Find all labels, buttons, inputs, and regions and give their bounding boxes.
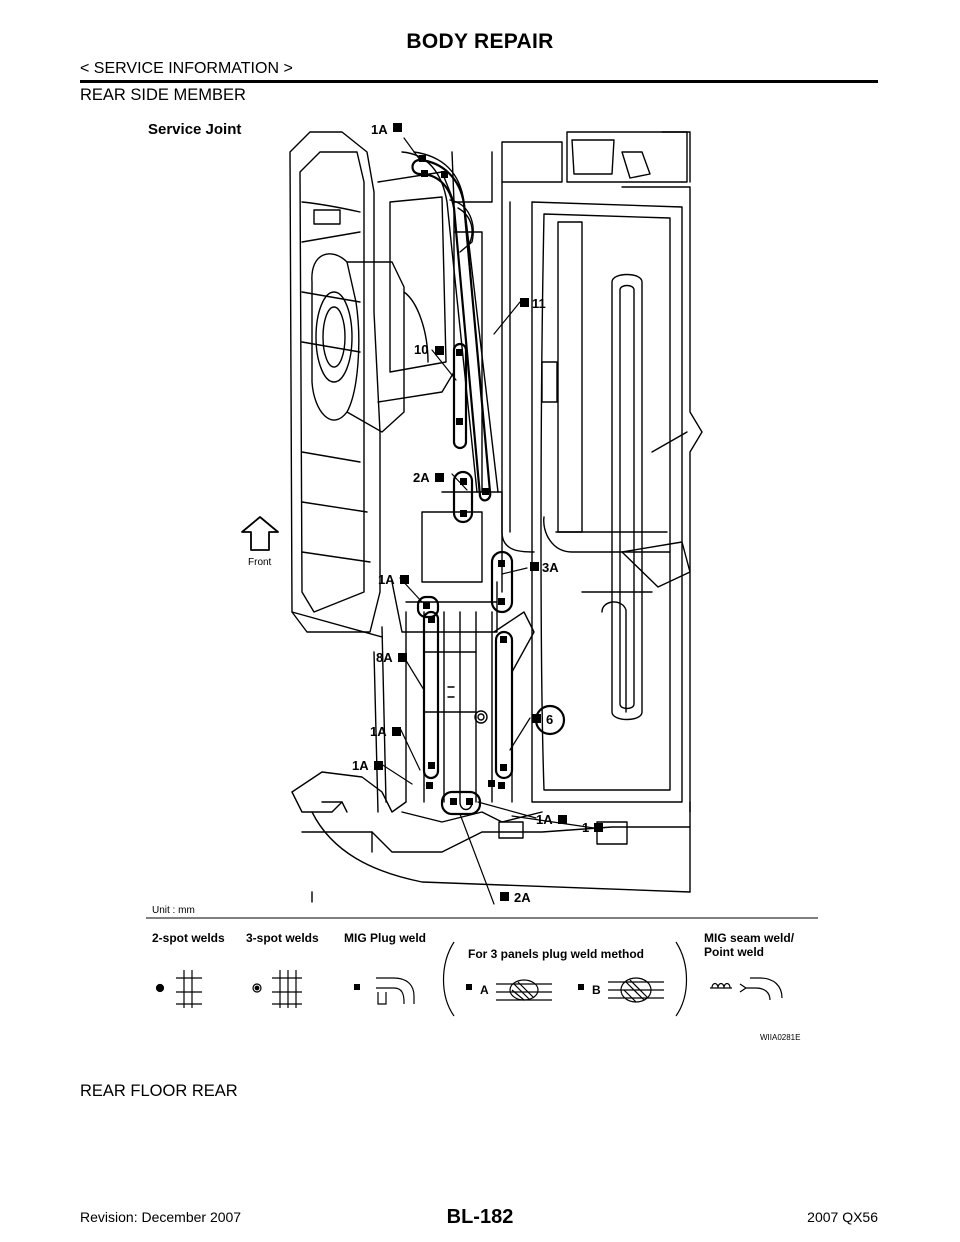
- unit-label: Unit : mm: [152, 905, 195, 916]
- callout-3a: 3A: [542, 560, 559, 575]
- page-number: BL-182: [446, 1206, 514, 1228]
- callout-6: 6: [546, 712, 553, 727]
- section-heading-rear-side-member: REAR SIDE MEMBER: [80, 86, 246, 104]
- plug-weld-method-b-icon: [578, 977, 664, 1003]
- rear-end-panel-drawing: [291, 771, 691, 903]
- mig-seam-weld-symbol-icon: [710, 977, 783, 1001]
- weld-legend: 2-spot welds 3-spot welds MIG Plug weld …: [152, 931, 800, 1042]
- callout-1a-low2: 1A: [352, 758, 369, 773]
- three-spot-weld-symbol-icon: [252, 970, 302, 1008]
- legend-right-bracket: [675, 941, 688, 1017]
- callout-1a-top: 1A: [371, 122, 388, 137]
- weld-point-markers: [419, 155, 507, 805]
- weld-seam-outlines: [411, 158, 566, 816]
- plug-weld-method-a-icon: [466, 979, 552, 1001]
- callout-leader-lines: [377, 137, 595, 905]
- figure-heading: Service Joint: [148, 121, 241, 138]
- legend-method-a: A: [480, 983, 489, 997]
- callout-10: 10: [414, 342, 428, 357]
- two-spot-weld-symbol-icon: [155, 970, 202, 1008]
- footer-model: 2007 QX56: [807, 1209, 878, 1225]
- callout-1: 1: [582, 820, 589, 835]
- legend-method-b: B: [592, 983, 601, 997]
- callout-1a-low: 1A: [370, 724, 387, 739]
- legend-left-bracket: [442, 941, 455, 1017]
- front-direction-arrow-icon: [241, 516, 279, 551]
- rear-floor-pan-drawing: [501, 131, 703, 813]
- breadcrumb: < SERVICE INFORMATION >: [80, 60, 293, 77]
- section-heading-rear-floor-rear: REAR FLOOR REAR: [80, 1082, 238, 1100]
- body-side-panel-drawing: [289, 131, 474, 638]
- legend-mig-plug-weld: MIG Plug weld: [344, 931, 426, 945]
- legend-2-spot-welds: 2-spot welds: [152, 931, 225, 945]
- legend-3-spot-welds: 3-spot welds: [246, 931, 319, 945]
- mig-plug-weld-symbol-icon: [354, 977, 415, 1005]
- front-label: Front: [248, 557, 272, 568]
- callout-1a-bottom: 1A: [536, 812, 553, 827]
- callout-2a-mid: 2A: [413, 470, 430, 485]
- callout-2a-bottom: 2A: [514, 890, 531, 905]
- rear-side-member-drawing: [373, 151, 535, 813]
- footer-revision: Revision: December 2007: [80, 1209, 242, 1225]
- figure-code: WIIA0281E: [760, 1033, 800, 1042]
- callout-8a: 8A: [376, 650, 393, 665]
- header-rule: [80, 80, 878, 83]
- callout-11: 11: [532, 296, 546, 311]
- legend-point-weld: Point weld: [704, 945, 764, 959]
- service-joint-figure: Service Joint 1A 11 10 2A 3A 1A 8A 6 1A …: [142, 112, 822, 1052]
- legend-3-panels-method: For 3 panels plug weld method: [468, 947, 644, 961]
- page-title: BODY REPAIR: [406, 30, 554, 53]
- callout-1a-mid: 1A: [378, 572, 395, 587]
- legend-mig-seam-weld: MIG seam weld/: [704, 931, 795, 945]
